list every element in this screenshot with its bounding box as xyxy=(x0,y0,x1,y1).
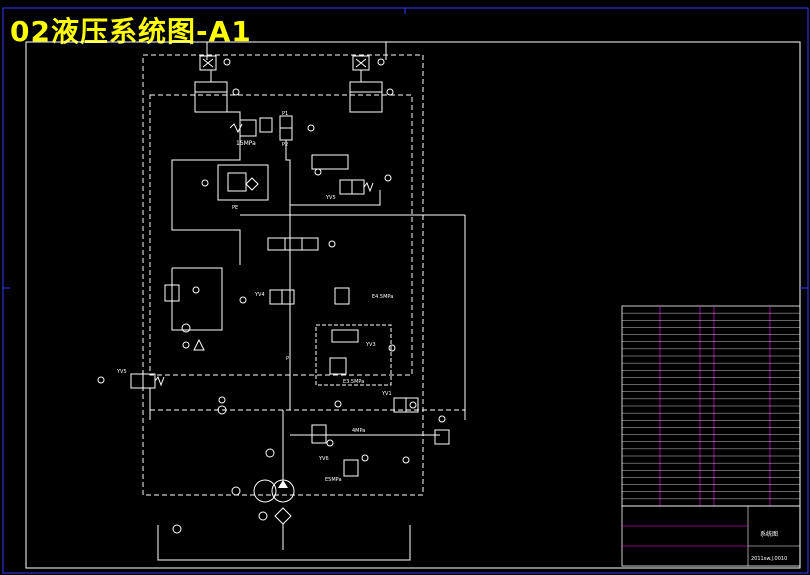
callout-marker xyxy=(328,240,336,248)
callout-marker xyxy=(361,454,369,462)
drain-line-boundary xyxy=(149,94,413,376)
valve-body xyxy=(279,115,293,129)
valve-group-yv3 xyxy=(315,324,392,386)
callout-marker xyxy=(265,448,275,458)
pump-arrow-icon xyxy=(278,480,288,488)
pressure-label: E3.5MPa xyxy=(343,379,364,385)
pressure-label: E5MPa xyxy=(325,477,342,483)
valve-section xyxy=(130,373,144,389)
directional-valve xyxy=(267,237,319,251)
title-block-code: 2011sw.j.0010 xyxy=(751,556,787,562)
pressure-switch xyxy=(434,429,450,445)
valve-label: YV4 xyxy=(254,292,265,298)
title-block: 系统图 2011sw.j.0010 xyxy=(621,505,801,567)
hydraulic-cylinder-left xyxy=(194,81,228,113)
outer-frame xyxy=(2,7,809,574)
callout-marker xyxy=(192,286,200,294)
callout-marker xyxy=(377,58,385,66)
callout-marker xyxy=(201,179,209,187)
valve-section xyxy=(281,289,295,305)
electric-motor xyxy=(253,479,277,503)
table-rows xyxy=(622,312,800,500)
callout-marker xyxy=(386,88,394,96)
relief-valve xyxy=(239,119,257,137)
port-label: P xyxy=(286,356,289,362)
solenoid-valve xyxy=(311,154,349,170)
valve-label: YV5 xyxy=(116,369,127,375)
valve-body xyxy=(279,127,293,141)
filter-icon xyxy=(245,177,259,191)
spring-icon xyxy=(363,181,374,193)
top-supply-line xyxy=(206,41,387,60)
pipe xyxy=(171,111,241,205)
callout-marker xyxy=(334,400,342,408)
callout-marker xyxy=(409,401,417,409)
valve-label: YV1 xyxy=(381,391,392,397)
valve-label: YV3 xyxy=(365,342,376,348)
valve-body xyxy=(259,117,273,133)
pipe xyxy=(171,205,241,265)
callout-marker xyxy=(232,88,240,96)
callout-marker xyxy=(182,341,190,349)
callout-marker xyxy=(314,168,322,176)
valve-body xyxy=(331,329,359,343)
oil-tank xyxy=(157,525,411,561)
callout-marker xyxy=(384,174,392,182)
filter-icon xyxy=(274,507,292,525)
port-label: PE xyxy=(232,205,238,211)
relief-valve-lower xyxy=(311,424,327,444)
valve-section xyxy=(269,289,283,305)
callout-marker xyxy=(307,124,315,132)
relief-valve-pump xyxy=(343,459,359,477)
check-valve xyxy=(199,55,217,71)
callout-marker xyxy=(402,456,410,464)
check-valve xyxy=(217,405,227,415)
callout-marker xyxy=(239,296,247,304)
callout-marker xyxy=(326,439,334,447)
valve-section xyxy=(142,373,156,389)
check-valve-icon xyxy=(355,58,367,68)
inner-frame xyxy=(25,41,801,569)
port-label: P2 xyxy=(282,142,288,148)
callout-marker xyxy=(218,396,226,404)
valve-section xyxy=(339,179,353,195)
pipe xyxy=(171,267,223,331)
pilot-line-boundary xyxy=(142,54,424,496)
relief-valve-right xyxy=(334,287,350,305)
title-block-name: 系统图 xyxy=(760,530,778,538)
pressure-gauge xyxy=(181,323,191,333)
callout-marker xyxy=(223,58,231,66)
callout-marker xyxy=(97,376,105,384)
port-label: P1 xyxy=(282,111,288,117)
pressure-label: 15MPa xyxy=(236,140,256,147)
callout-marker xyxy=(258,511,268,521)
callout-marker xyxy=(388,344,396,352)
callout-marker xyxy=(231,486,241,496)
valve-label: YV5 xyxy=(325,195,336,201)
pressure-label: 4MPa xyxy=(352,428,365,434)
callout-marker xyxy=(438,415,446,423)
pressure-label: E4.5MPa xyxy=(372,294,393,300)
throttle-valve-icon xyxy=(193,338,205,351)
spring-icon xyxy=(154,375,165,387)
valve-section xyxy=(351,179,365,195)
check-valve-icon xyxy=(202,58,214,68)
hydraulic-cylinder-right xyxy=(349,81,383,113)
valve-label: YV6 xyxy=(318,456,329,462)
callout-marker xyxy=(172,524,182,534)
relief-valve-left xyxy=(164,284,180,302)
pressure-reducing-valve xyxy=(217,164,269,201)
valve-body xyxy=(227,172,247,192)
valve-section xyxy=(405,397,419,413)
relief-valve xyxy=(329,357,347,375)
